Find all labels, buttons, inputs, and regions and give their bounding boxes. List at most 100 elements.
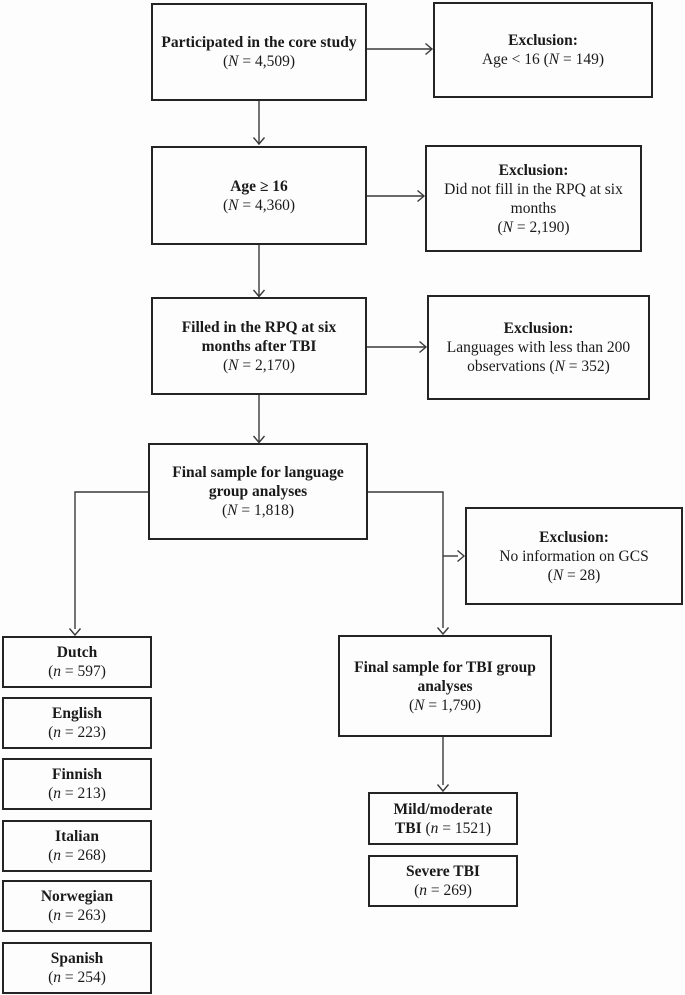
box-count: (N = 2,190) — [435, 218, 632, 237]
arrow-final-tbi-to-mild — [436, 737, 450, 793]
count-rest: = 2,190) — [512, 218, 570, 236]
count-var: N — [552, 566, 564, 584]
arrow-final-language-to-final-tbi — [366, 491, 450, 636]
box-final-language-sample: Final sample for language group analyses… — [148, 443, 368, 540]
count-open: ( — [48, 663, 54, 680]
language-name: Italian — [55, 828, 99, 845]
box-count: (n = 263) — [8, 906, 146, 925]
box-language-spanish: Spanish (n = 254) — [2, 942, 152, 994]
count-rest: = 1521) — [438, 819, 492, 837]
box-count: (n = 268) — [8, 846, 146, 865]
language-name: Norwegian — [40, 888, 114, 905]
count-rest: = 1,818) — [237, 502, 295, 519]
count-rest: = 223) — [61, 724, 106, 741]
box-mild-moderate-tbi: Mild/moderate TBI (n = 1521) — [368, 792, 518, 845]
box-language-italian: Italian (n = 268) — [2, 820, 152, 872]
box-title: Filled in the RPQ at six months after TB… — [181, 318, 337, 355]
box-count: (n = 223) — [8, 723, 146, 742]
count-open: ( — [222, 53, 229, 70]
box-age-16: Age ≥ 16 (N = 4,360) — [151, 146, 367, 245]
box-exclusion-gcs: Exclusion: No information on GCS (N = 28… — [465, 507, 683, 605]
body-text: Age < 16 ( — [481, 51, 549, 68]
count-var: N — [228, 53, 239, 70]
count-rest: = 254) — [61, 969, 106, 986]
count-rest: = 1,790) — [424, 696, 482, 714]
arrow-core-to-exclusion-age — [367, 42, 434, 56]
box-count: (N = 4,509) — [161, 52, 357, 71]
count-open: ( — [48, 847, 54, 864]
count-open: ( — [408, 696, 415, 714]
arrow-age-to-rpq — [252, 245, 266, 298]
count-rest: = 597) — [61, 663, 106, 680]
box-count: (n = 213) — [8, 784, 146, 803]
arrow-to-exclusion-gcs — [443, 549, 466, 563]
box-exclusion-languages: Exclusion: Languages with less than 200 … — [427, 295, 650, 400]
exclusion-label: Exclusion: — [498, 161, 569, 179]
exclusion-body: No information on GCS — [499, 547, 649, 565]
exclusion-label: Exclusion: — [508, 32, 578, 49]
arrow-final-language-to-dutch — [68, 491, 150, 637]
count-var: N — [228, 196, 239, 214]
count-rest: = 352) — [564, 358, 610, 375]
count-open: ( — [48, 724, 54, 741]
count-open: ( — [222, 356, 229, 374]
count-rest: = 269) — [427, 882, 472, 899]
box-language-finnish: Finnish (n = 213) — [2, 758, 152, 810]
count-var: n — [53, 847, 61, 864]
box-filled-rpq: Filled in the RPQ at six months after TB… — [151, 297, 367, 395]
arrow-age-to-exclusion-rpq — [367, 189, 426, 203]
box-final-tbi-sample: Final sample for TBI group analyses (N =… — [338, 635, 552, 737]
box-core-study: Participated in the core study (N = 4,50… — [151, 3, 367, 101]
box-title: Severe TBI — [406, 863, 480, 880]
exclusion-body: Age < 16 (N = 149) — [443, 50, 643, 69]
language-name: Dutch — [56, 644, 98, 661]
exclusion-label: Exclusion: — [539, 528, 609, 546]
count-open: ( — [221, 502, 228, 519]
exclusion-body: Did not fill in the RPQ at six months — [444, 180, 623, 217]
box-text: Mild/moderate TBI (n = 1521) — [382, 800, 504, 838]
count-var: N — [414, 696, 425, 714]
count-open: ( — [222, 196, 229, 214]
count-rest: = 213) — [61, 785, 106, 802]
count-open: ( — [48, 969, 54, 986]
count-var: N — [228, 356, 239, 374]
box-language-norwegian: Norwegian (n = 263) — [2, 880, 152, 932]
language-name: Finnish — [52, 766, 102, 783]
count-rest: = 4,360) — [238, 196, 296, 214]
box-severe-tbi: Severe TBI (n = 269) — [368, 855, 518, 907]
box-count: (N = 2,170) — [161, 356, 357, 375]
count-var: N — [554, 358, 565, 375]
box-title: Age ≥ 16 — [230, 177, 288, 195]
count-rest: = 28) — [563, 566, 601, 584]
arrow-core-to-age — [252, 101, 266, 146]
count-rest: = 149) — [559, 51, 605, 68]
count-var: n — [53, 724, 61, 741]
box-count: (n = 269) — [378, 881, 508, 900]
box-language-english: English (n = 223) — [2, 697, 152, 749]
count-rest: = 268) — [61, 847, 106, 864]
body-text: Languages with less than 200 observation… — [446, 339, 631, 375]
count-rest: = 4,509) — [238, 53, 296, 70]
arrow-rpq-to-final-language — [252, 395, 266, 444]
count-var: n — [53, 907, 61, 924]
box-count: (N = 1,818) — [158, 501, 358, 520]
box-count: (N = 28) — [475, 566, 673, 585]
box-count: (n = 597) — [8, 662, 146, 681]
box-exclusion-rpq: Exclusion: Did not fill in the RPQ at si… — [425, 145, 642, 252]
exclusion-label: Exclusion: — [503, 320, 574, 337]
count-var: n — [53, 785, 61, 802]
box-exclusion-age: Exclusion: Age < 16 (N = 149) — [433, 2, 653, 98]
box-language-dutch: Dutch (n = 597) — [2, 636, 152, 688]
count-var: n — [419, 882, 427, 899]
count-open: ( — [48, 907, 54, 924]
count-open: ( — [547, 566, 553, 584]
arrow-rpq-to-exclusion-languages — [367, 340, 428, 354]
count-var: n — [53, 663, 61, 680]
count-open: ( — [48, 785, 54, 802]
count-var: N — [548, 51, 560, 68]
box-count: (N = 4,360) — [161, 196, 357, 215]
box-title: Final sample for language group analyses — [172, 464, 344, 500]
count-var: N — [227, 502, 238, 519]
